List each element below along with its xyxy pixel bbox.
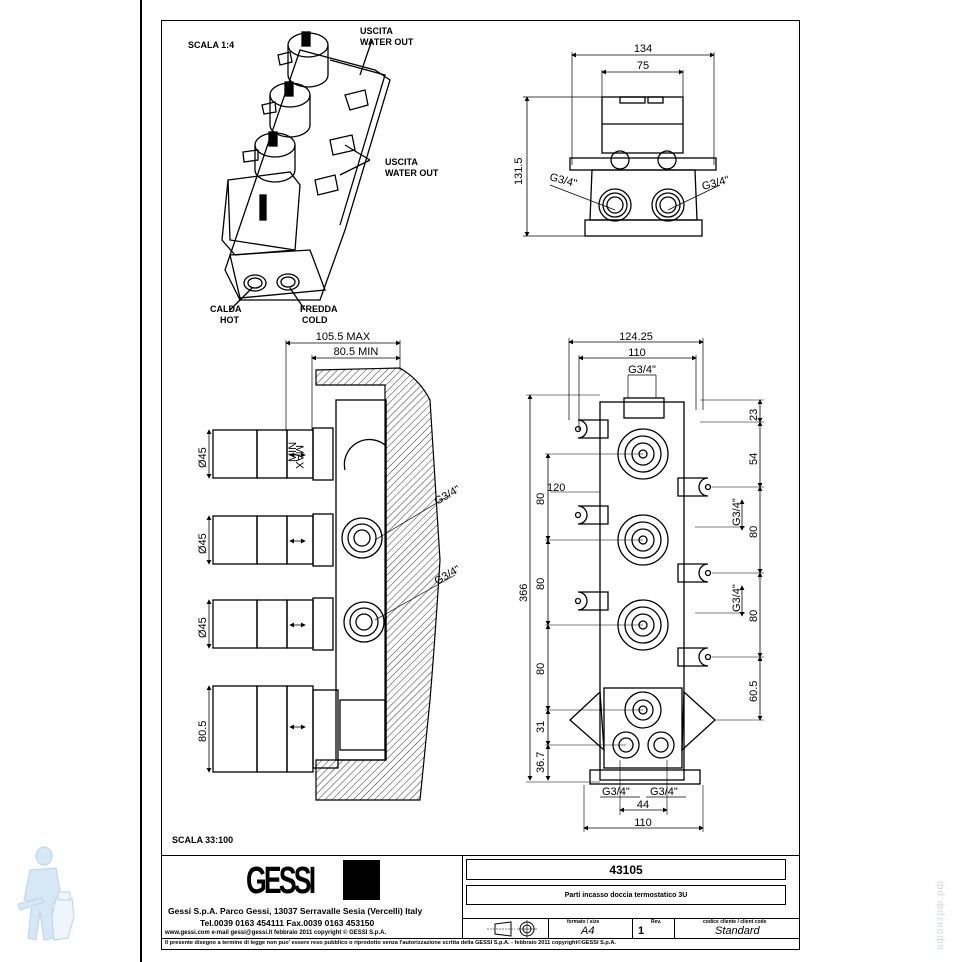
legal-disclaimer: Il presente disegno a termine di legge n… xyxy=(165,940,616,946)
product-description: Parti incasso doccia termostatico 3U xyxy=(564,891,688,899)
client-code-label: codice cliente / client code xyxy=(703,919,767,925)
label-hot-2: HOT xyxy=(220,315,240,325)
section-handle-3 xyxy=(212,597,334,651)
section-handle-2 xyxy=(212,513,334,567)
title-block-row-line xyxy=(462,918,800,920)
plumber-watermark-icon xyxy=(17,846,75,941)
company-address: Gessi S.p.A. Parco Gessi, 13037 Serraval… xyxy=(168,906,423,916)
section-diameter-2: Ø45 xyxy=(197,533,209,554)
section-max-label-1: MAX xyxy=(293,445,305,470)
top-thread-left: G3/4" xyxy=(548,171,578,190)
front-thread-bottom-left: G3/4" xyxy=(602,786,630,798)
iso-scale-label: SCALA 1:4 xyxy=(188,40,234,50)
format-label: formato / size xyxy=(567,919,600,925)
section-thread-1: G3/4" xyxy=(433,483,463,507)
format-value: A4 xyxy=(581,925,595,937)
front-dim-right-4: 80 xyxy=(748,610,760,622)
gessi-logo-square xyxy=(343,860,380,900)
top-dim-75: 75 xyxy=(637,60,649,72)
top-dim-134: 134 xyxy=(634,43,652,55)
section-diameter-3: Ø45 xyxy=(197,617,209,638)
iso-valve-3 xyxy=(254,131,296,183)
top-dim-131-5: 131.5 xyxy=(513,157,525,185)
label-cold-2: COLD xyxy=(302,315,328,325)
label-water-out-top-2: WATER OUT xyxy=(360,37,414,47)
front-dim-left-4: 31 xyxy=(535,721,547,733)
front-dim-right-2: 54 xyxy=(748,453,760,465)
label-cold-1: FREDDA xyxy=(300,304,338,314)
section-dim-80-5: 80.5 xyxy=(197,721,209,742)
top-thread-right: G3/4" xyxy=(701,174,731,193)
front-thread-top: G3/4" xyxy=(628,364,656,376)
front-dim-left-2: 80 xyxy=(535,578,547,590)
front-thread-right-2: G3/4" xyxy=(731,584,743,612)
front-dim-left-5: 36.7 xyxy=(535,752,547,773)
projection-symbol-icon xyxy=(487,920,537,938)
front-dim-44: 44 xyxy=(637,799,649,811)
section-dim-min: 80.5 MIN xyxy=(334,346,379,358)
rev-label: Rev. xyxy=(651,919,662,925)
label-water-out-mid-2: WATER OUT xyxy=(385,168,439,178)
company-web: www.gessi.com e-mail gessi@gessi.it febb… xyxy=(165,930,387,936)
client-code-cell: codice cliente / client code Standard xyxy=(674,918,801,938)
section-min-label-1: MIN xyxy=(287,442,299,462)
format-cell: formato / size A4 xyxy=(548,918,633,938)
isometric-view: SCALA 1:4 USCITA WATER OUT USCITA WATER … xyxy=(188,26,439,325)
gessi-logo-text: GESSI xyxy=(246,860,316,902)
title-block-footer-line xyxy=(161,938,800,940)
label-hot-1: CALDA xyxy=(210,304,242,314)
front-dim-left-3: 80 xyxy=(535,663,547,675)
front-view xyxy=(526,338,764,832)
rev-value: 1 xyxy=(638,925,645,937)
top-view xyxy=(523,52,721,237)
rev-cell: Rev. 1 xyxy=(632,918,675,938)
client-code-value: Standard xyxy=(715,925,760,937)
front-dim-124-25: 124.25 xyxy=(619,331,653,343)
front-dim-left-total: 366 xyxy=(518,584,530,602)
front-dim-120: 120 xyxy=(547,482,565,494)
company-contact: Tel.0039 0163 454111 Fax.0039 0163 45315… xyxy=(200,918,375,928)
title-block-divider xyxy=(462,855,464,938)
section-dim-max: 105.5 MAX xyxy=(316,331,371,343)
front-dim-left-1: 80 xyxy=(535,493,547,505)
section-handle-4 xyxy=(212,685,339,773)
gessi-logo: GESSI xyxy=(246,860,386,902)
front-dim-110-bottom: 110 xyxy=(634,817,652,829)
front-thread-right-1: G3/4" xyxy=(731,498,743,526)
title-block xyxy=(161,855,800,951)
product-description-box: Parti incasso doccia termostatico 3U xyxy=(466,885,786,905)
section-view xyxy=(206,340,456,801)
label-water-out-top-1: USCITA xyxy=(360,26,393,36)
sheet-edge-line xyxy=(140,0,142,962)
product-code-box: 43105 xyxy=(466,859,786,880)
section-scale-label: SCALA 33:100 xyxy=(172,835,233,845)
section-diameter-1: Ø45 xyxy=(197,447,209,468)
front-dim-110-top: 110 xyxy=(628,347,646,359)
front-dim-right-1: 23 xyxy=(748,409,760,421)
front-dim-right-3: 80 xyxy=(748,526,760,538)
iso-valve-1 xyxy=(287,31,329,88)
front-thread-bottom-right: G3/4" xyxy=(650,786,678,798)
section-handle-1 xyxy=(212,427,334,481)
drawing-frame xyxy=(161,20,800,950)
product-code: 43105 xyxy=(609,862,643,877)
front-dim-right-5: 60.5 xyxy=(748,681,760,702)
label-water-out-mid-1: USCITA xyxy=(385,157,418,167)
